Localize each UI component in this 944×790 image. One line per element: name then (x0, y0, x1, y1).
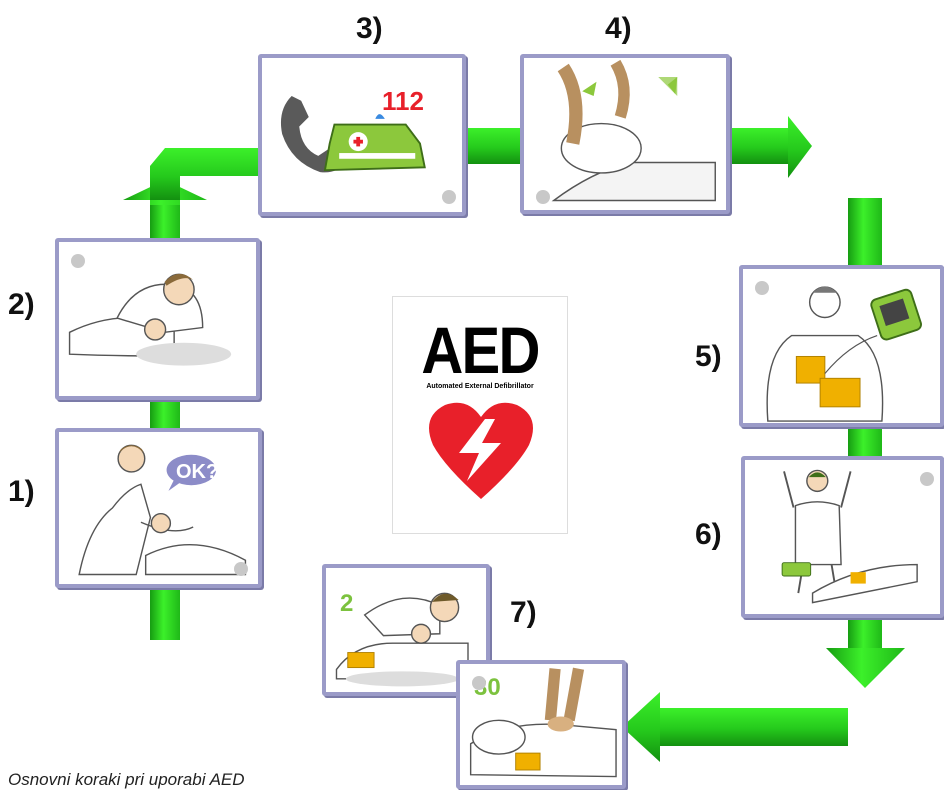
panel-dot (442, 190, 456, 204)
figure-caption: Osnovni koraki pri uporabi AED (8, 770, 245, 789)
arrow-shaft-bottom (660, 708, 848, 746)
lightning-icon (459, 419, 501, 481)
arrow-shaft-top (465, 128, 525, 164)
panel-dot (536, 190, 550, 204)
step-2-label: 2) (8, 288, 35, 321)
ambulance-icon (323, 114, 426, 172)
ok-question-text: OK? (176, 461, 219, 483)
step-1-panel: OK? (55, 428, 262, 588)
arrow-shaft-top-right (730, 128, 788, 164)
step-6-panel (741, 456, 944, 618)
step-7-label: 7) (510, 596, 537, 629)
arrow-corner-top-left (150, 148, 270, 200)
panel-dot (71, 254, 85, 268)
step-5-panel (739, 265, 944, 427)
stand-clear-illustration (781, 469, 918, 604)
panel-dot (472, 676, 486, 690)
step-3-panel: 112 (258, 54, 466, 216)
aed-logo-card: AED Automated External Defibrillator (392, 296, 568, 534)
step-2-panel (55, 238, 260, 400)
check-response-illustration (78, 444, 247, 576)
open-airway-illustration (551, 59, 716, 202)
defibrillator-icon (870, 288, 922, 341)
aed-subtitle: Automated External Defibrillator (426, 383, 534, 390)
step-5-label: 5) (695, 340, 722, 373)
arrow-icon (622, 692, 660, 762)
panel-dot (920, 472, 934, 486)
step-4-label: 4) (605, 12, 632, 45)
rescue-breaths-illustration (335, 592, 469, 687)
panel-dot (755, 281, 769, 295)
step-3-label: 3) (356, 12, 383, 45)
arrow-icon (826, 648, 905, 688)
aed-title: AED (421, 313, 540, 387)
panel-dot (234, 562, 248, 576)
chest-compressions-illustration (469, 667, 617, 778)
attach-pads-illustration (766, 286, 922, 422)
emergency-number: 112 (382, 86, 424, 116)
step-4-panel (520, 54, 730, 214)
step-6-label: 6) (695, 518, 722, 551)
heart-icon (429, 402, 533, 499)
arrow-icon (788, 116, 812, 178)
call-emergency-illustration (280, 96, 426, 173)
step-7-compressions-panel: 30 (456, 660, 626, 789)
step-1-label: 1) (8, 475, 35, 508)
breaths-count: 2 (340, 590, 354, 617)
check-breathing-illustration (68, 273, 232, 366)
